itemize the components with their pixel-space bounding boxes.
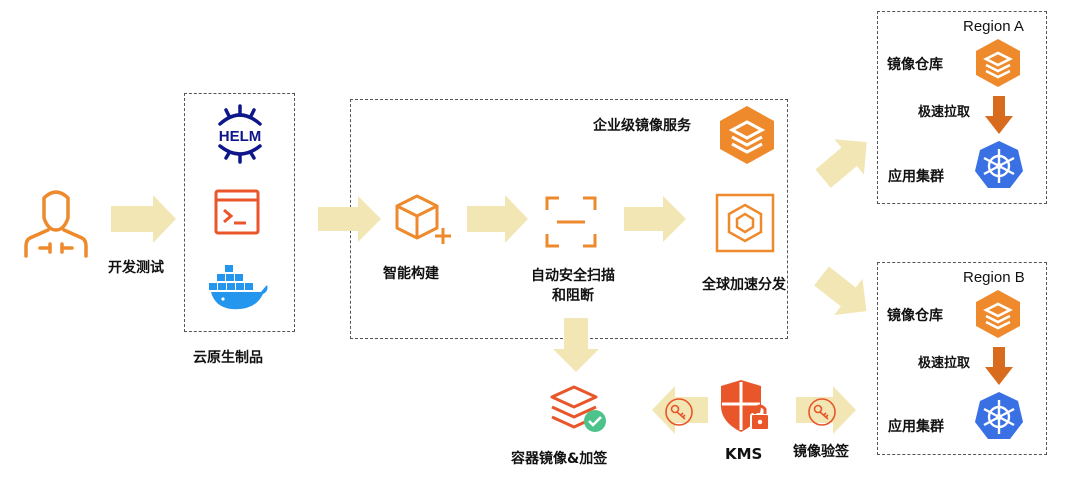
kms-shield-icon: [721, 380, 770, 432]
arrow-dev-to-artifacts: [111, 195, 176, 243]
helm-text: HELM: [219, 128, 262, 145]
arrow-global-to-region-b: [814, 266, 867, 316]
dev-test-label: 开发测试: [108, 260, 164, 276]
arrow-artifacts-to-build: [318, 196, 381, 242]
image-repo-icon: [976, 39, 1020, 87]
key-icon: [808, 398, 836, 426]
arrow-kms-to-verify: [796, 386, 856, 434]
region-b-box: [877, 262, 1047, 455]
kubernetes-icon: [975, 392, 1023, 439]
pull-arrow: [985, 96, 1013, 134]
scan-icon: [545, 196, 597, 248]
helm-icon: HELM: [218, 104, 262, 164]
cloud-native-label: 云原生制品: [193, 350, 263, 366]
enterprise-service-label: 企业级镜像服务: [593, 118, 691, 134]
region-b-cluster-label: 应用集群: [888, 419, 944, 435]
encrypt-sign-label: 容器镜像&加签: [511, 451, 608, 467]
region-a-repo-label: 镜像仓库: [887, 57, 943, 73]
arrow-build-to-scan: [467, 195, 528, 243]
developer-icon: [24, 190, 88, 258]
docker-icon: [209, 265, 268, 310]
image-repo-icon: [720, 106, 774, 164]
verify-label: 镜像验签: [793, 444, 849, 460]
region-b-repo-label: 镜像仓库: [887, 308, 943, 324]
global-distribution-label: 全球加速分发: [702, 277, 786, 293]
kubernetes-icon: [975, 141, 1023, 188]
pull-arrow: [985, 347, 1013, 385]
global-distribution-icon: [715, 193, 775, 253]
image-repo-icon: [976, 290, 1020, 338]
arrow-scan-to-global: [624, 196, 686, 242]
scan-label-line1: 自动安全扫描: [531, 268, 615, 284]
smart-build-label: 智能构建: [383, 266, 439, 282]
build-box-icon: [395, 194, 451, 244]
region-b-title: Region B: [963, 269, 1025, 286]
region-a-box: [877, 11, 1047, 204]
image-layers-icon: [550, 385, 606, 432]
cloud-native-artifacts-box: [184, 93, 295, 332]
scan-label-line2: 和阻断: [552, 288, 594, 304]
region-a-title: Region A: [963, 18, 1024, 35]
arrow-kms-to-layers: [652, 386, 708, 434]
arrow-scan-down: [553, 318, 599, 372]
terminal-icon: [214, 189, 260, 235]
arrow-global-to-region-a: [815, 139, 867, 188]
kms-label: KMS: [725, 445, 763, 463]
region-b-pull-label: 极速拉取: [918, 356, 971, 371]
region-a-cluster-label: 应用集群: [888, 169, 944, 185]
region-a-pull-label: 极速拉取: [918, 105, 971, 120]
key-icon: [665, 398, 693, 426]
